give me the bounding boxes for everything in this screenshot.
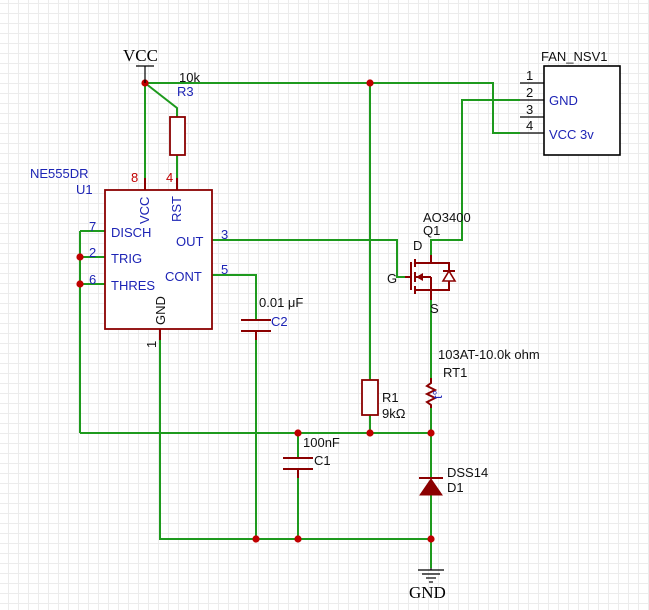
junction-thres bbox=[76, 280, 84, 288]
r3-ref: R3 bbox=[177, 84, 194, 99]
d1-diode: DSS14 D1 bbox=[419, 465, 488, 496]
u1-ref: U1 bbox=[76, 182, 93, 197]
fan-body bbox=[543, 65, 621, 156]
wire-r3-top bbox=[144, 82, 178, 117]
r1-body bbox=[361, 379, 379, 416]
r1-ref: R1 bbox=[382, 390, 399, 405]
gnd-symbol: GND bbox=[409, 568, 446, 602]
rt1-thermistor: 103AT-10.0k ohm RT1 t° bbox=[424, 347, 540, 408]
u1-rst-pin-name: RST bbox=[169, 196, 184, 222]
rt1-value: 103AT-10.0k ohm bbox=[438, 347, 540, 362]
junction-c1-gnd bbox=[294, 535, 302, 543]
u1-part: NE555DR bbox=[30, 166, 89, 181]
wire-drain-fan-gnd bbox=[430, 99, 520, 255]
fan-name: FAN_NSV1 bbox=[541, 49, 607, 64]
junction-trig bbox=[76, 253, 84, 261]
junction-gnd bbox=[427, 535, 435, 543]
u1-pin7-num: 7 bbox=[89, 219, 96, 234]
u1-pin3-num: 3 bbox=[221, 227, 228, 242]
vcc-symbol: VCC bbox=[123, 46, 158, 83]
u1-vcc-pin-name: VCC bbox=[137, 197, 152, 224]
c2-capacitor: 0.01 μF C2 bbox=[241, 295, 303, 340]
fan-connector: FAN_NSV1 1 2 3 4 GND VCC 3v bbox=[520, 49, 621, 156]
u1-pin8-num: 8 bbox=[131, 170, 138, 185]
fan-pin2-num: 2 bbox=[526, 85, 533, 100]
u1-gnd-pin-name: GND bbox=[153, 296, 168, 325]
r1-value: 9kΩ bbox=[382, 406, 406, 421]
u1-trig-pin-name: TRIG bbox=[111, 251, 142, 266]
rt1-ref: RT1 bbox=[443, 365, 467, 380]
fan-pin3-num: 3 bbox=[526, 102, 533, 117]
wire-vcc-rail bbox=[145, 82, 520, 134]
q1-mosfet: AO3400 Q1 D G S bbox=[387, 210, 471, 316]
u1-pin6-num: 6 bbox=[89, 272, 96, 287]
junction-r1-bottom bbox=[366, 429, 374, 437]
u1-out-pin-name: OUT bbox=[176, 234, 204, 249]
junction-dots bbox=[76, 79, 435, 543]
gnd-label: GND bbox=[409, 583, 446, 602]
r3-resistor: 10k R3 bbox=[169, 70, 200, 156]
u1-thres-pin-name: THRES bbox=[111, 278, 155, 293]
r1-resistor: R1 9kΩ bbox=[361, 379, 406, 421]
wire-gnd-rail bbox=[159, 330, 431, 540]
u1-pin5-num: 5 bbox=[221, 262, 228, 277]
u1-pin2-num: 2 bbox=[89, 245, 96, 260]
fan-pin1-num: 1 bbox=[526, 68, 533, 83]
vcc-label: VCC bbox=[123, 46, 158, 65]
c1-value: 100nF bbox=[303, 435, 340, 450]
r3-value: 10k bbox=[179, 70, 200, 85]
u1-disch-pin-name: DISCH bbox=[111, 225, 151, 240]
fan-pin4-label: VCC 3v bbox=[549, 127, 594, 142]
q1-d-label: D bbox=[413, 238, 422, 253]
u1-pin1-num: 1 bbox=[144, 341, 159, 348]
u1-cont-pin-name: CONT bbox=[165, 269, 202, 284]
wire-cont-c2 bbox=[212, 274, 257, 320]
junction-rt1-d1 bbox=[427, 429, 435, 437]
c2-ref: C2 bbox=[271, 314, 288, 329]
q1-s-label: S bbox=[430, 301, 439, 316]
c2-value: 0.01 μF bbox=[259, 295, 303, 310]
q1-part: AO3400 bbox=[423, 210, 471, 225]
d1-body bbox=[419, 478, 443, 496]
fan-pin4-num: 4 bbox=[526, 118, 533, 133]
junction-c2-gnd bbox=[252, 535, 260, 543]
junction-r1-vcc bbox=[366, 79, 374, 87]
u1-ne555: NE555DR U1 8 4 VCC RST 7 2 6 DISCH TRIG … bbox=[30, 166, 228, 348]
d1-part: DSS14 bbox=[447, 465, 488, 480]
rt1-temp-symbol: t° bbox=[430, 390, 445, 399]
q1-body-diode bbox=[441, 269, 457, 282]
q1-body-arrow bbox=[416, 273, 423, 281]
wire-out-gate bbox=[212, 239, 405, 278]
c1-capacitor: 100nF C1 bbox=[283, 435, 340, 478]
u1-body bbox=[104, 189, 213, 330]
q1-g-label: G bbox=[387, 271, 397, 286]
d1-ref: D1 bbox=[447, 480, 464, 495]
fan-pin2-label: GND bbox=[549, 93, 578, 108]
junction-c1-top bbox=[294, 429, 302, 437]
r3-body bbox=[169, 116, 186, 156]
u1-pin4-num: 4 bbox=[166, 170, 173, 185]
q1-ref: Q1 bbox=[423, 223, 440, 238]
c1-ref: C1 bbox=[314, 453, 331, 468]
